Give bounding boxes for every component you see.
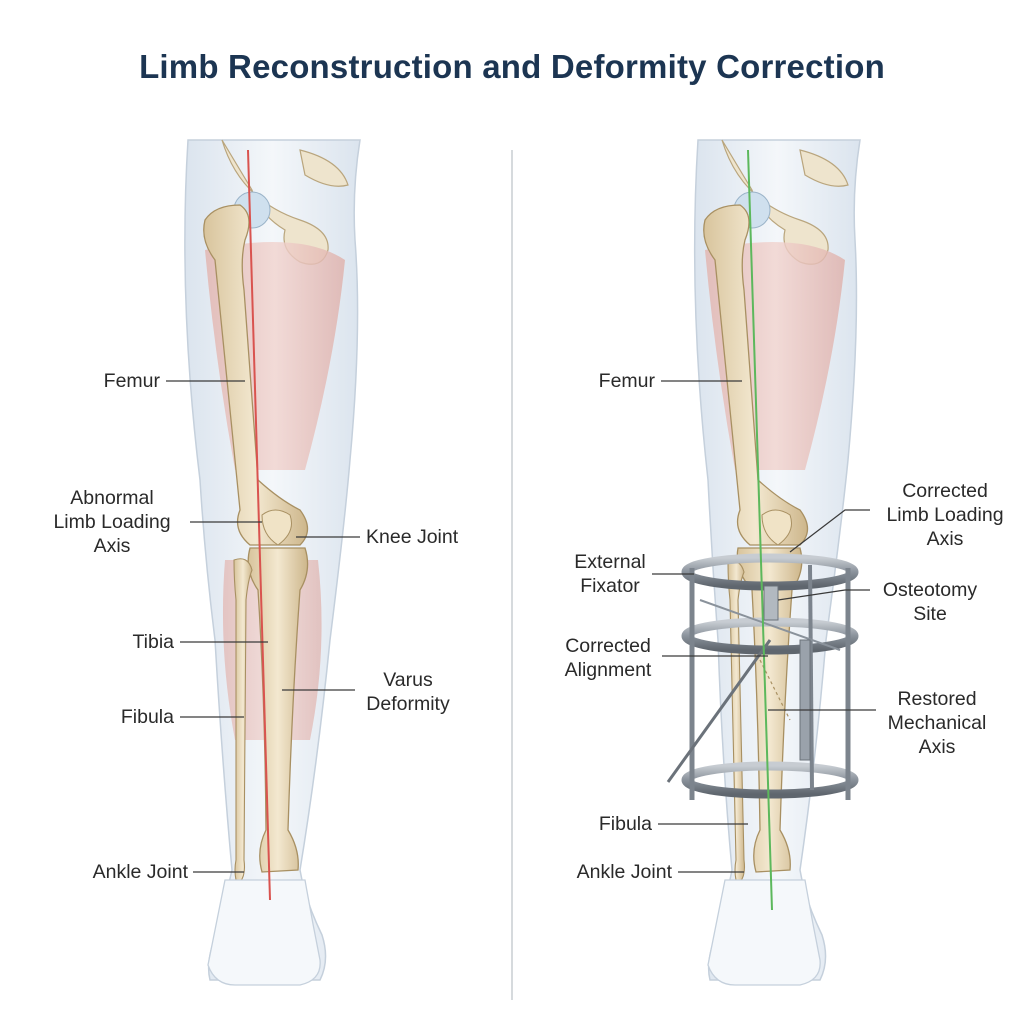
abnormal-axis-line bbox=[247, 149, 271, 901]
fixator-ring-bottom bbox=[681, 761, 859, 799]
right-patella bbox=[761, 509, 792, 546]
fixator-wire-2 bbox=[699, 599, 841, 651]
right-leg bbox=[666, 139, 861, 986]
left-fibula-bone bbox=[233, 558, 253, 883]
right-fibula-bone bbox=[727, 560, 746, 883]
label-varus-deformity: Varus Deformity bbox=[366, 669, 450, 715]
label-fibula-right: Fibula bbox=[598, 813, 652, 835]
label-ankle-right: Ankle Joint bbox=[576, 861, 672, 883]
left-foot bbox=[207, 879, 321, 986]
label-external-fixator: External Fixator bbox=[574, 551, 646, 597]
fixator-rod-back bbox=[808, 564, 814, 791]
fixator-ring-middle bbox=[681, 617, 859, 655]
leader-lines bbox=[166, 380, 876, 873]
label-femur-left: Femur bbox=[103, 370, 160, 392]
label-corrected-alignment: Corrected Alignment bbox=[564, 635, 652, 681]
left-leg bbox=[184, 139, 361, 986]
left-tibia-bone bbox=[247, 547, 309, 873]
right-foot bbox=[707, 879, 821, 986]
external-fixator-frame bbox=[666, 553, 859, 800]
label-tibia: Tibia bbox=[132, 631, 174, 653]
label-osteotomy-site: Osteotomy Site bbox=[882, 579, 978, 625]
label-fibula-left: Fibula bbox=[120, 706, 174, 728]
fixator-clamp bbox=[763, 585, 779, 621]
label-knee-joint: Knee Joint bbox=[366, 526, 459, 548]
label-corrected-axis: Corrected Limb Loading Axis bbox=[886, 480, 1004, 550]
page-title: Limb Reconstruction and Deformity Correc… bbox=[139, 48, 885, 85]
label-restored-axis: Restored Mechanical Axis bbox=[887, 688, 987, 758]
left-femur-bone bbox=[203, 204, 309, 546]
fixator-strut bbox=[799, 639, 811, 761]
label-femur-right: Femur bbox=[598, 370, 655, 392]
left-patella bbox=[261, 509, 292, 546]
restored-axis-line bbox=[747, 149, 773, 911]
right-femur-bone bbox=[703, 204, 809, 546]
label-abnormal-axis: Abnormal Limb Loading Axis bbox=[53, 487, 171, 557]
label-ankle-left: Ankle Joint bbox=[92, 861, 188, 883]
fixator-wire-1 bbox=[666, 639, 772, 783]
